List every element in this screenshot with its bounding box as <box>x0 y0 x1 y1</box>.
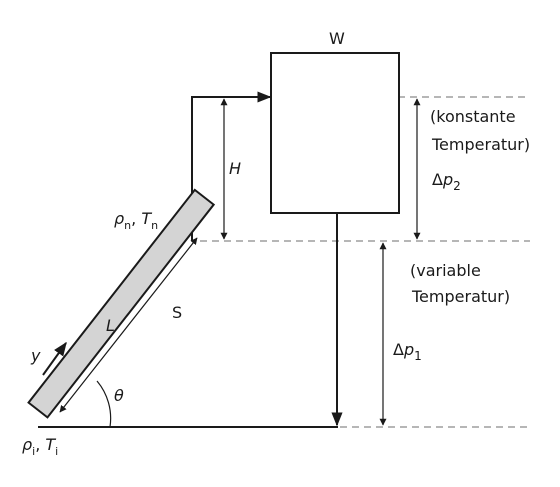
axis-label: y <box>30 346 41 365</box>
length-label: L <box>106 316 115 335</box>
angle-arc <box>96 380 112 428</box>
tank-box <box>270 52 400 214</box>
constant-temp-line2: Temperatur) <box>431 135 530 154</box>
dp1-label: Δp1 <box>393 340 422 363</box>
bottom-state-label: ρi, Ti <box>22 435 58 458</box>
pipe-label: S <box>172 303 182 322</box>
flow-direction-arrow <box>42 341 67 376</box>
tank-label: W <box>329 29 345 48</box>
constant-temp-line1: (konstante <box>430 107 516 126</box>
top-state-label: ρn, Tn <box>114 209 158 232</box>
angle-label: θ <box>114 386 124 405</box>
variable-temp-line1: (variable <box>410 261 481 280</box>
height-label: H <box>229 159 241 178</box>
variable-temp-line2: Temperatur) <box>411 287 510 306</box>
length-dimension <box>59 237 198 413</box>
dp2-label: Δp2 <box>432 170 461 193</box>
